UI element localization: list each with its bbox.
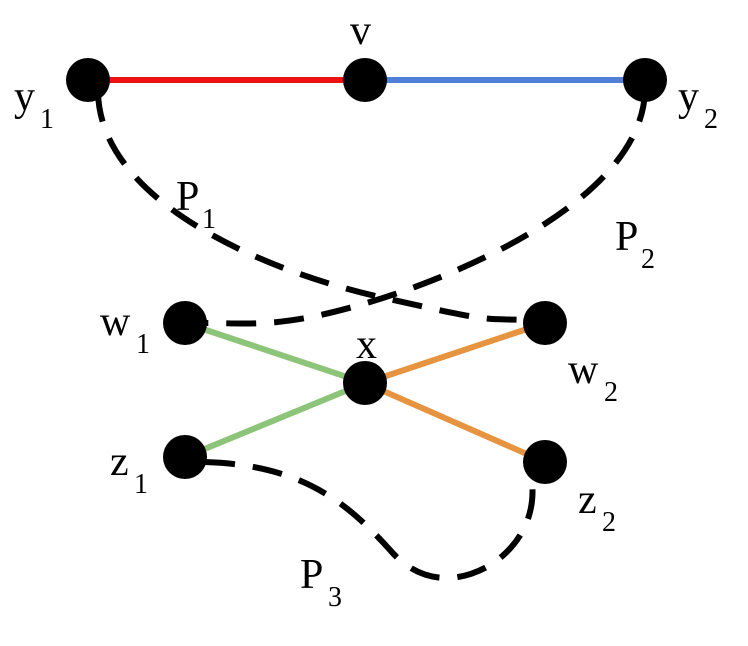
label-z2: z	[578, 477, 597, 523]
label-v: v	[350, 8, 371, 54]
label-P3: P	[300, 552, 323, 598]
edge-w1-x	[184, 320, 366, 386]
label-P1: P	[176, 174, 199, 220]
path-P1-dashed	[95, 91, 529, 323]
edge-z2-x	[363, 380, 547, 465]
label-y2-subscript: 2	[704, 104, 718, 135]
node-w2	[523, 301, 567, 345]
path-P3-dashed	[204, 459, 536, 581]
label-w1-subscript: 1	[136, 329, 150, 360]
label-y2: y	[678, 74, 699, 120]
label-P2-subscript: 2	[641, 244, 655, 275]
node-z2	[523, 440, 567, 484]
label-w2-subscript: 2	[604, 377, 618, 408]
label-y1: y	[14, 74, 35, 120]
path-P2-dashed	[204, 91, 648, 327]
label-x: x	[356, 322, 377, 368]
label-P2: P	[615, 214, 638, 260]
label-w1: w	[100, 299, 131, 345]
label-y1-subscript: 1	[40, 104, 54, 135]
label-z1: z	[110, 439, 129, 485]
label-z1-subscript: 1	[134, 469, 148, 500]
node-y2	[623, 58, 667, 102]
node-z1	[163, 435, 207, 479]
label-P1-subscript: 1	[202, 204, 216, 235]
node-v	[343, 58, 387, 102]
label-P3-subscript: 3	[328, 582, 342, 613]
label-w2: w	[568, 347, 599, 393]
node-w1	[163, 301, 207, 345]
label-z2-subscript: 2	[602, 507, 616, 538]
edge-z1-x	[183, 380, 367, 460]
edge-w2-x	[364, 320, 546, 386]
node-y1	[66, 58, 110, 102]
node-x	[343, 361, 387, 405]
